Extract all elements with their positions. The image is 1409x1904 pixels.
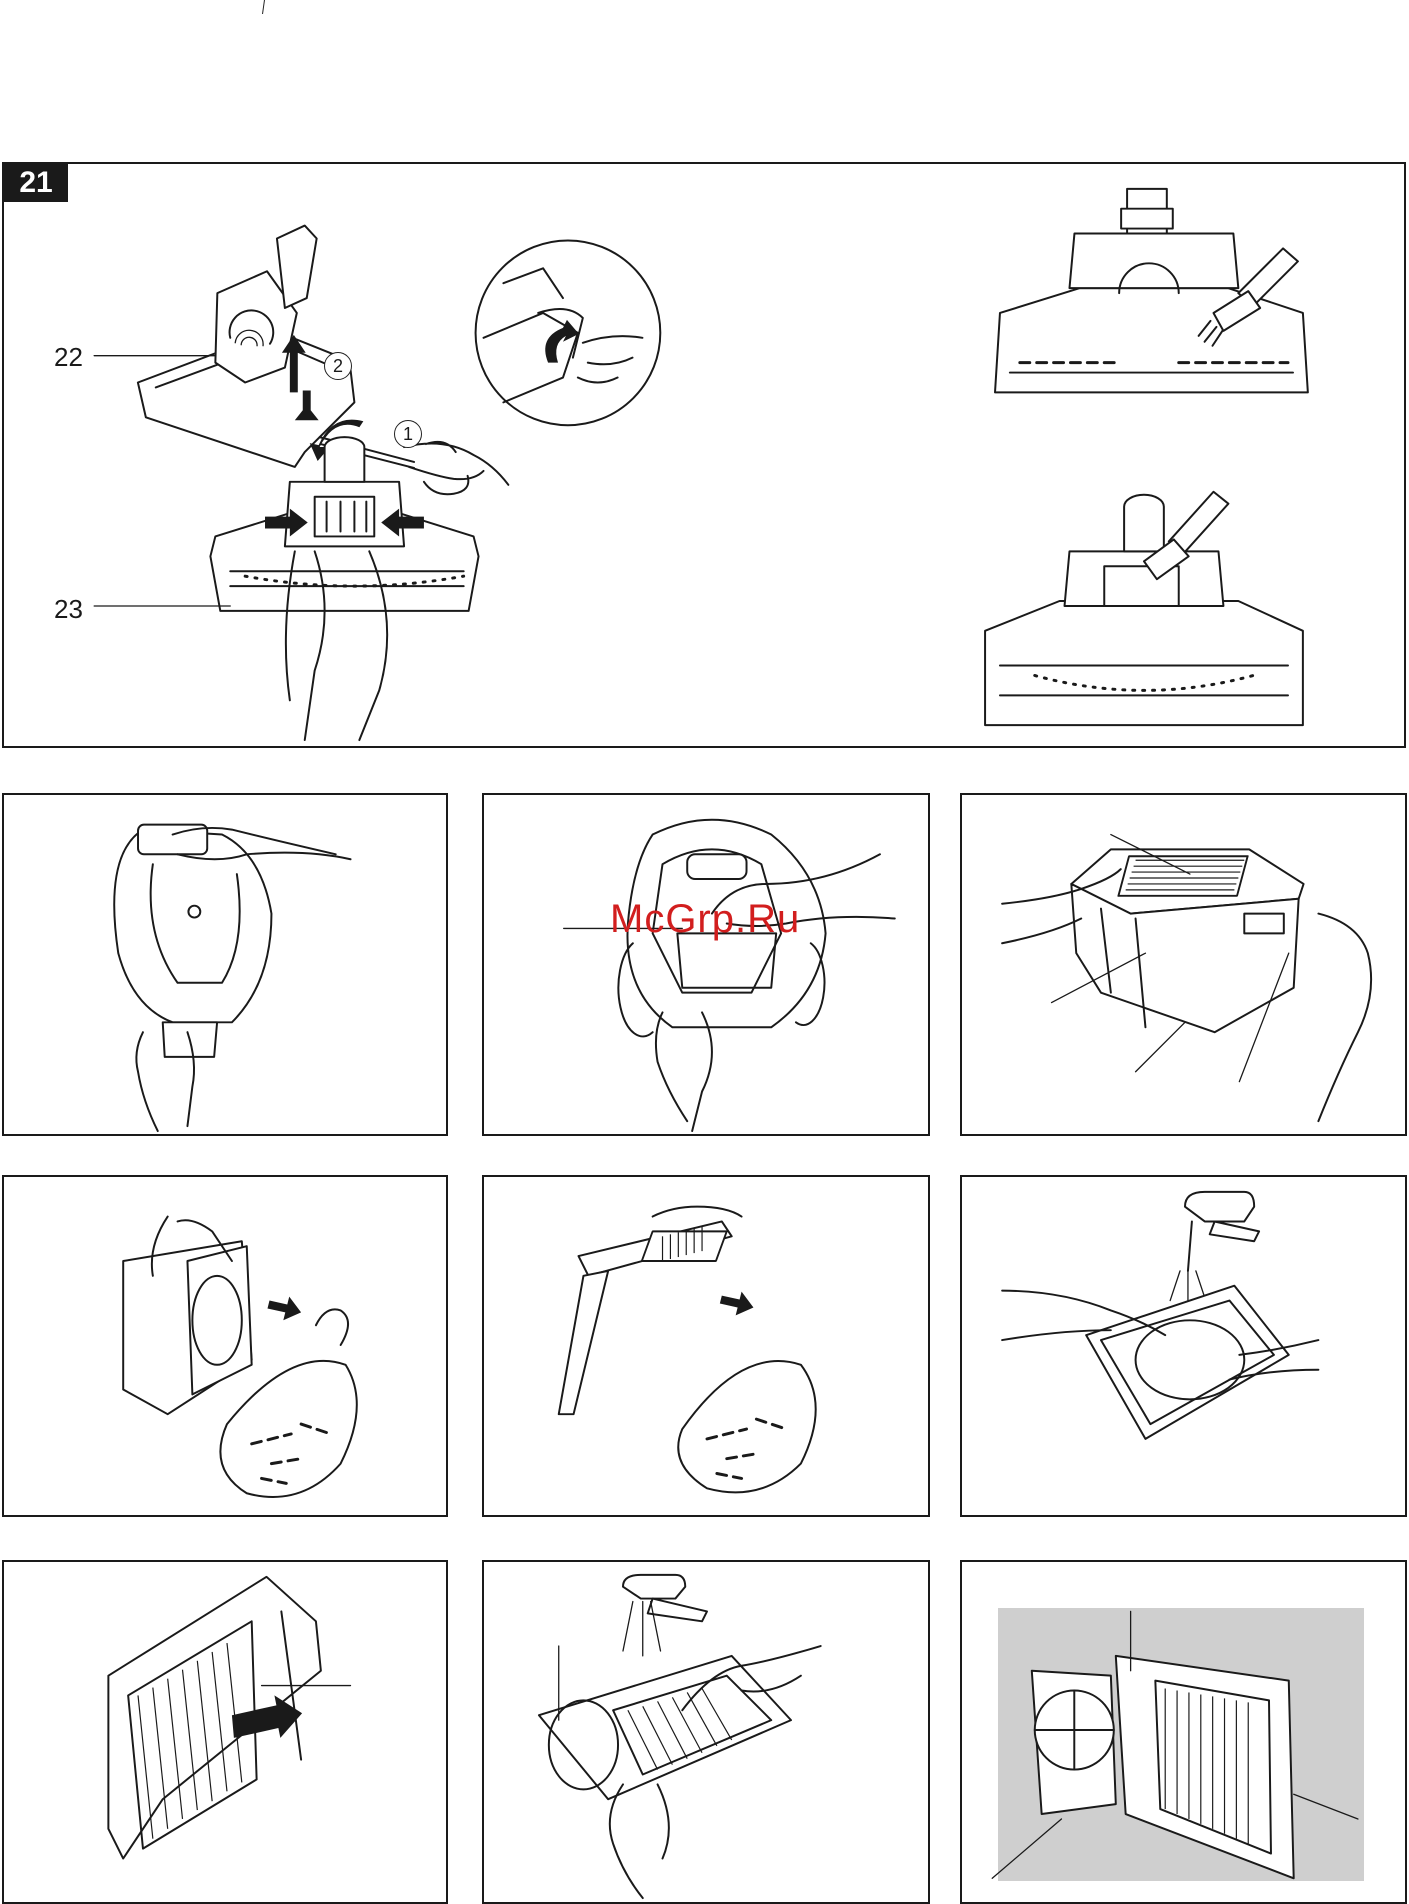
panel-empty-filter: [482, 1175, 930, 1517]
zoom-detail-circle: [476, 240, 661, 425]
illustration-remove-container: [484, 795, 928, 1134]
panel-remove-container: [482, 793, 930, 1136]
watermark-text: McGrp.Ru: [610, 897, 800, 942]
panel-rinse-container: [960, 1175, 1407, 1517]
turbo-nozzle-side-view: [138, 226, 508, 495]
page-corner-mark: [262, 0, 265, 14]
panel-rinse-filter: [482, 1560, 930, 1904]
panel-filter-remove: [2, 1560, 448, 1904]
panel-empty-container: [2, 1175, 448, 1517]
panel-open-cover: [2, 793, 448, 1136]
panel-container-lid: [960, 793, 1407, 1136]
illustration-empty-container: [4, 1177, 446, 1515]
callout-22-label: 22: [54, 342, 83, 373]
illustration-container-lid: [962, 795, 1405, 1134]
illustration-rinse-container: [962, 1177, 1405, 1515]
illustration-reassemble: [962, 1562, 1405, 1902]
figure-21-illustration: [4, 164, 1404, 746]
figure-21-panel: 21: [2, 162, 1406, 748]
illustration-empty-filter: [484, 1177, 928, 1515]
panel-reassemble: [960, 1560, 1407, 1904]
turbo-nozzle-bottom-view: [210, 437, 478, 740]
nozzle-brush-cleaning-top: [995, 189, 1308, 393]
step-2-marker: 2: [324, 352, 352, 380]
callout-23-label: 23: [54, 594, 83, 625]
nozzle-brush-cleaning-bottom: [985, 492, 1303, 725]
illustration-open-cover: [4, 795, 446, 1134]
illustration-rinse-filter: [484, 1562, 928, 1902]
step-1-marker: 1: [394, 420, 422, 448]
illustration-filter-remove: [4, 1562, 446, 1902]
